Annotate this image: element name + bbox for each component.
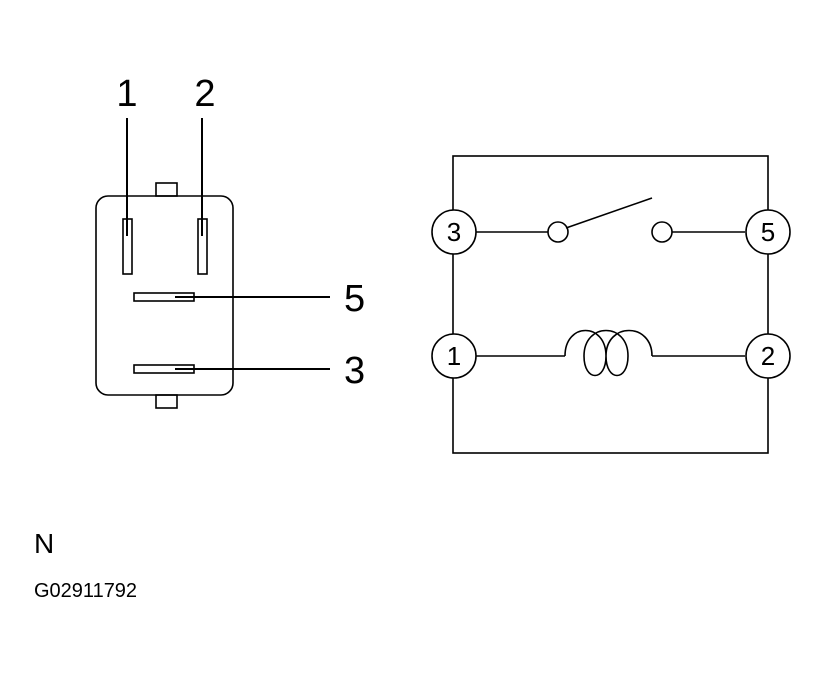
schematic-frame: [452, 155, 769, 454]
switch-contact-right: [651, 221, 673, 243]
figure-id: G02911792: [34, 580, 138, 602]
pin-3-label: 3: [344, 350, 365, 392]
top-locating-tab: [155, 182, 178, 197]
switch-contact-left: [547, 221, 569, 243]
switch-arm: [565, 197, 653, 229]
terminal-2-label: 2: [761, 341, 775, 371]
terminal-1-circle: [431, 333, 477, 379]
relay-connector-face: [95, 118, 330, 409]
terminal-2-circle: [745, 333, 791, 379]
pin-2-label: 2: [194, 73, 215, 115]
pin-1-label: 1: [116, 73, 137, 115]
coil-winding: [564, 329, 653, 377]
terminal-3-circle: [431, 209, 477, 255]
relay-schematic: [431, 155, 791, 454]
terminal-5-label: 5: [761, 217, 775, 247]
bottom-locating-tab: [155, 394, 178, 409]
terminal-3-label: 3: [447, 217, 461, 247]
pin-5-label: 5: [344, 278, 365, 320]
terminal-5-circle: [745, 209, 791, 255]
terminal-1-label: 1: [447, 341, 461, 371]
view-letter: N: [34, 528, 55, 559]
